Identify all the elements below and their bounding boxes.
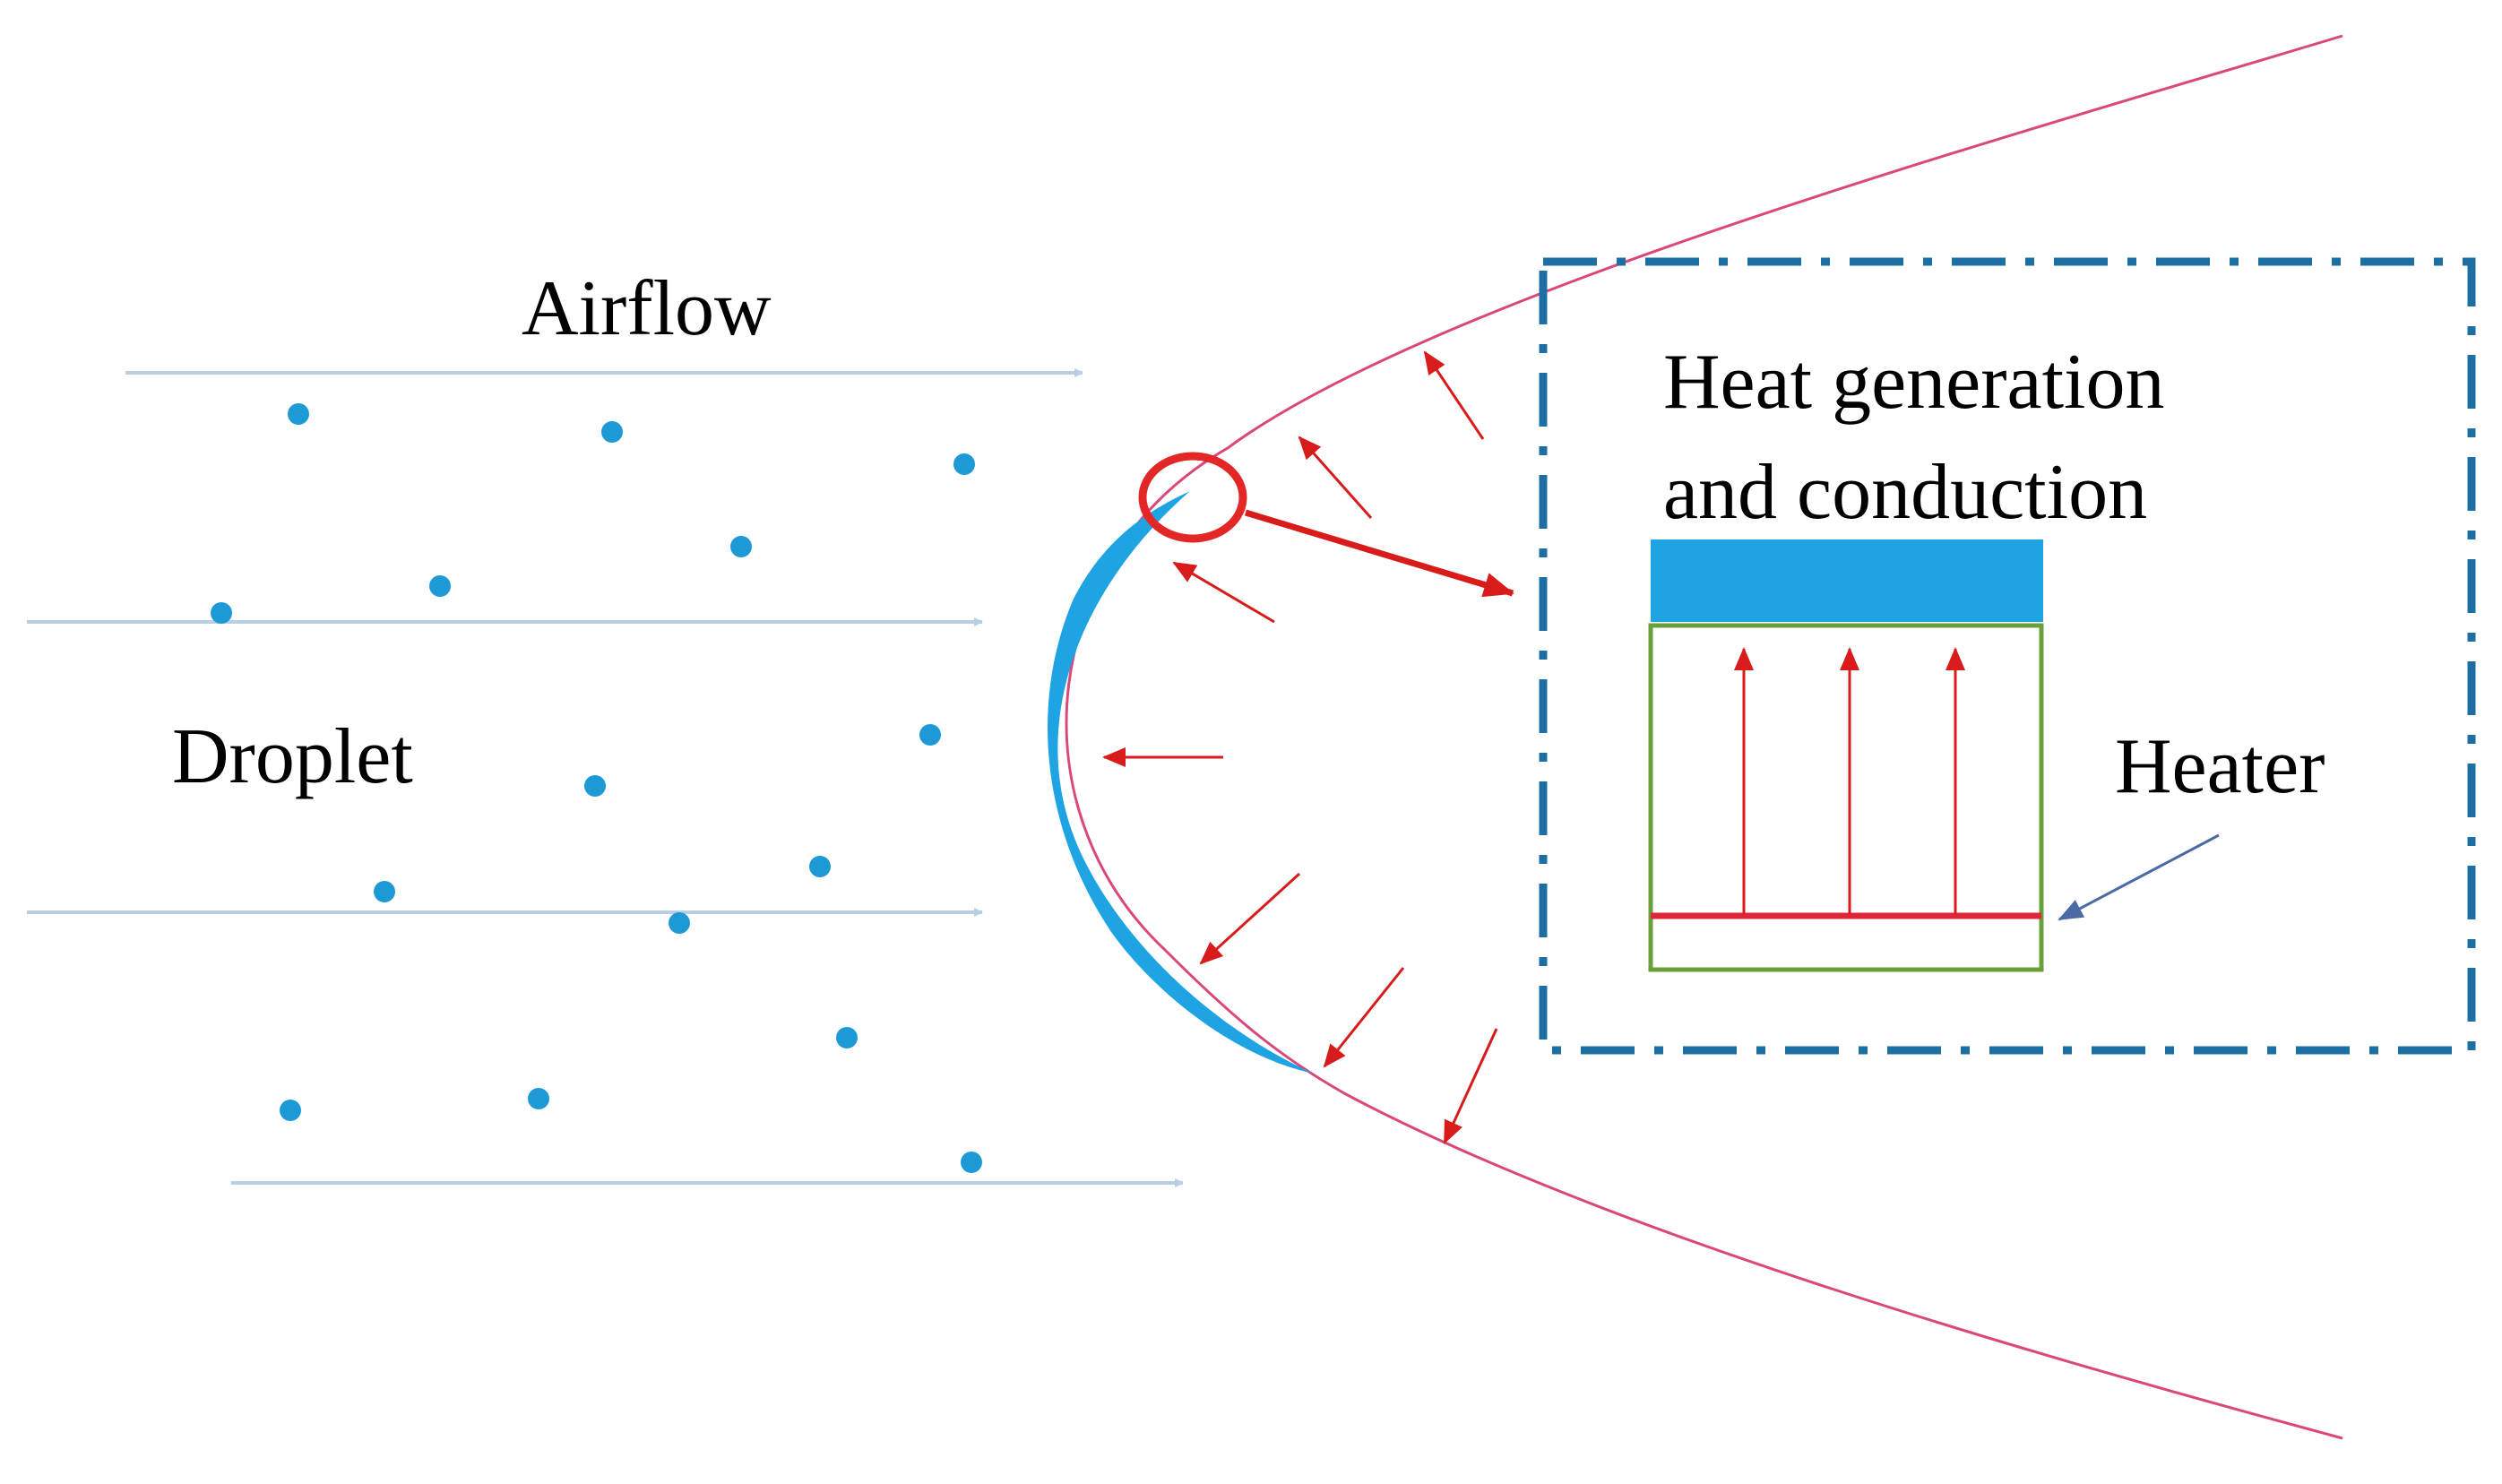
droplet-dot [429,575,451,597]
heat-arrow [1199,872,1301,965]
droplet-dot [809,856,831,877]
airflow-label: Airflow [522,265,772,352]
droplet-dot [953,453,975,475]
droplet-dot [280,1100,301,1121]
droplet-dot [836,1027,858,1048]
droplet-label: Droplet [172,713,413,800]
heat-arrow [1323,967,1405,1068]
heat-arrow [1172,561,1275,624]
airfoil-outline [1065,34,2343,1440]
droplet-dot [919,724,941,746]
ice-layer [1048,491,1314,1074]
callout-circle [1138,452,1247,543]
droplet-dot [374,881,395,902]
droplets [211,403,982,1173]
heat-flux-arrows [1102,350,1498,1144]
heat-arrow [1423,350,1485,440]
droplet-dot [961,1152,982,1173]
heat-arrow [1298,436,1373,519]
heat-generation-label-line2: and conduction [1663,449,2147,536]
droplet-dot [730,536,752,557]
heat-generation-label-line1: Heat generation [1663,339,2165,426]
droplet-dot [288,403,309,425]
ice-block [1651,539,2043,622]
droplet-dot [211,602,232,624]
heater-box [1648,623,2044,972]
droplet-dot [584,775,606,797]
droplet-dot [528,1088,549,1109]
heater-label: Heater [2115,723,2325,810]
droplet-dot [669,912,690,934]
conduction-arrows [1734,647,1965,914]
heat-arrow [1443,1028,1498,1144]
droplet-dot [601,421,623,443]
heater-pointer-arrow [2058,833,2220,921]
airflow-arrows [27,368,1184,1187]
detail-box [1539,257,2476,1055]
callout-arrow [1244,509,1514,598]
